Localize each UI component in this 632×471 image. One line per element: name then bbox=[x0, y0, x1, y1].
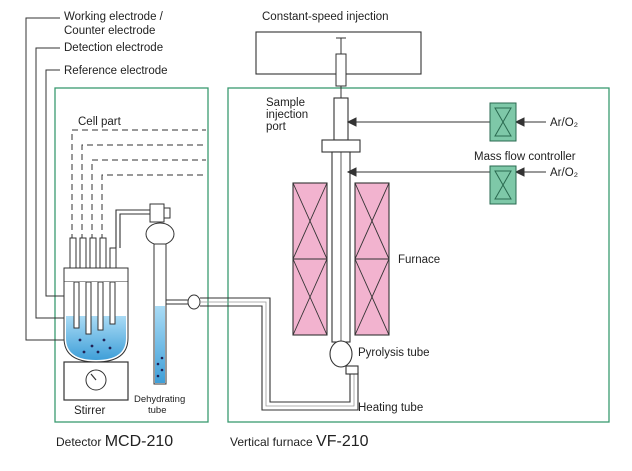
heating-tube bbox=[200, 297, 359, 411]
furnace-label: Furnace bbox=[398, 254, 440, 266]
reference-electrode-label: Reference electrode bbox=[64, 65, 168, 77]
mass-flow-controller-label: Mass flow controller bbox=[474, 151, 576, 163]
gas-top-label: Ar/O₂ bbox=[550, 117, 578, 129]
working-electrode-label: Working electrode / Counter electrode bbox=[64, 11, 166, 37]
dehydrating-tube bbox=[115, 203, 201, 385]
stirrer-label: Stirrer bbox=[74, 405, 105, 417]
gas-lines bbox=[346, 117, 546, 177]
dehydrating-tube-label: Dehydrating tube bbox=[134, 394, 188, 416]
stirrer bbox=[63, 361, 129, 401]
constant-speed-injection-label: Constant-speed injection bbox=[262, 11, 389, 23]
constant-speed-injection bbox=[255, 31, 422, 98]
detector-panel bbox=[54, 87, 209, 423]
mass-flow-controller-top bbox=[489, 102, 517, 142]
furnace-caption: Vertical furnace VF-210 bbox=[230, 433, 369, 450]
electrode-leader-lines bbox=[25, 17, 70, 341]
detection-electrode-label: Detection electrode bbox=[64, 42, 163, 54]
detector-cell bbox=[63, 237, 129, 363]
furnace-panel bbox=[227, 87, 610, 423]
pyrolysis-tube bbox=[321, 97, 361, 375]
furnace bbox=[292, 182, 390, 336]
cell-part-label: Cell part bbox=[78, 116, 122, 128]
cell-part-dashed-lines bbox=[71, 129, 206, 240]
heating-tube-label: Heating tube bbox=[358, 402, 423, 414]
pyrolysis-tube-label: Pyrolysis tube bbox=[358, 347, 430, 359]
mass-flow-controller-bottom bbox=[489, 165, 517, 205]
sample-injection-port-label: Sample injection port bbox=[266, 97, 311, 133]
detector-caption: Detector MCD-210 bbox=[56, 433, 173, 450]
gas-bottom-label: Ar/O₂ bbox=[550, 167, 578, 179]
